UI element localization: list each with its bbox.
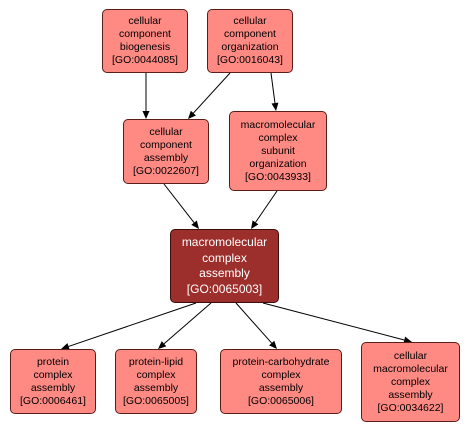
node-label-line: subunit — [261, 144, 295, 157]
node-label-line: protein-carbohydrate — [232, 355, 330, 368]
edge-mca-to-cmca — [262, 302, 405, 341]
node-label-line: protein-lipid — [128, 355, 184, 368]
node-go-id: [GO:0016043] — [217, 54, 283, 66]
node-go-id: [GO:0044085] — [112, 54, 178, 66]
edge-mca-to-pcca — [235, 302, 273, 344]
arrowhead-icon — [271, 102, 279, 111]
node-label-line: component — [119, 28, 171, 40]
node-go-id: [GO:0065005] — [123, 394, 189, 407]
arrowhead-icon — [191, 220, 199, 229]
node-go-id: [GO:0006461] — [20, 394, 86, 407]
node-label-line: protein — [36, 355, 70, 368]
edge-cca-to-mca — [163, 183, 195, 223]
edge-cco-to-mcso — [270, 72, 276, 104]
node-label-line: complex — [202, 250, 247, 265]
node-label-line: organization — [249, 157, 307, 170]
node-label-line: organization — [221, 41, 279, 53]
node-go-id: [GO:0043933] — [245, 170, 311, 183]
node-label-line: cellular — [393, 349, 428, 362]
node-label-line: cellular — [233, 15, 267, 27]
node-go-id: [GO:0065003] — [186, 281, 263, 296]
node-label-line: assembly — [143, 151, 189, 164]
node-label-line: assembly — [199, 266, 250, 280]
node-go-id: [GO:0022607] — [133, 164, 199, 177]
node-label-line: component — [140, 138, 192, 151]
node-label-line: assembly — [30, 381, 76, 394]
node-label-line: complex — [258, 131, 298, 144]
node-label-line: complex — [33, 368, 73, 381]
node-label-line: assembly — [133, 381, 179, 394]
edge-mca-to-pca — [68, 302, 197, 347]
node-label-line: assembly — [258, 381, 304, 394]
arrowhead-icon — [188, 110, 196, 119]
node-go-id: [GO:0065006] — [248, 394, 314, 407]
node-label-line: complex — [261, 368, 301, 381]
edge-mca-to-plca — [163, 302, 212, 345]
node-label-line: cellular — [149, 125, 183, 138]
arrowhead-icon — [142, 111, 150, 119]
node-label-line: macromolecular — [240, 118, 316, 131]
node-label-line: assembly — [388, 388, 433, 401]
edge-mcso-to-mca — [255, 190, 278, 223]
node-label-line: biogenesis — [119, 41, 171, 53]
arrowhead-icon — [251, 220, 259, 229]
node-label-line: complex — [136, 368, 176, 381]
arrowhead-icon — [403, 336, 412, 344]
node-label-line: macromolecular — [181, 235, 268, 249]
arrowhead-icon — [61, 343, 70, 350]
arrowhead-icon — [158, 341, 167, 349]
node-label-line: complex — [390, 375, 431, 388]
node-go-id: [GO:0034622] — [377, 401, 444, 414]
node-label-line: component — [224, 28, 276, 40]
node-label-line: cellular — [128, 15, 162, 27]
node-label-line: macromolecular — [373, 362, 448, 375]
arrowhead-icon — [269, 340, 277, 349]
edge-cco-to-cca — [193, 72, 231, 114]
